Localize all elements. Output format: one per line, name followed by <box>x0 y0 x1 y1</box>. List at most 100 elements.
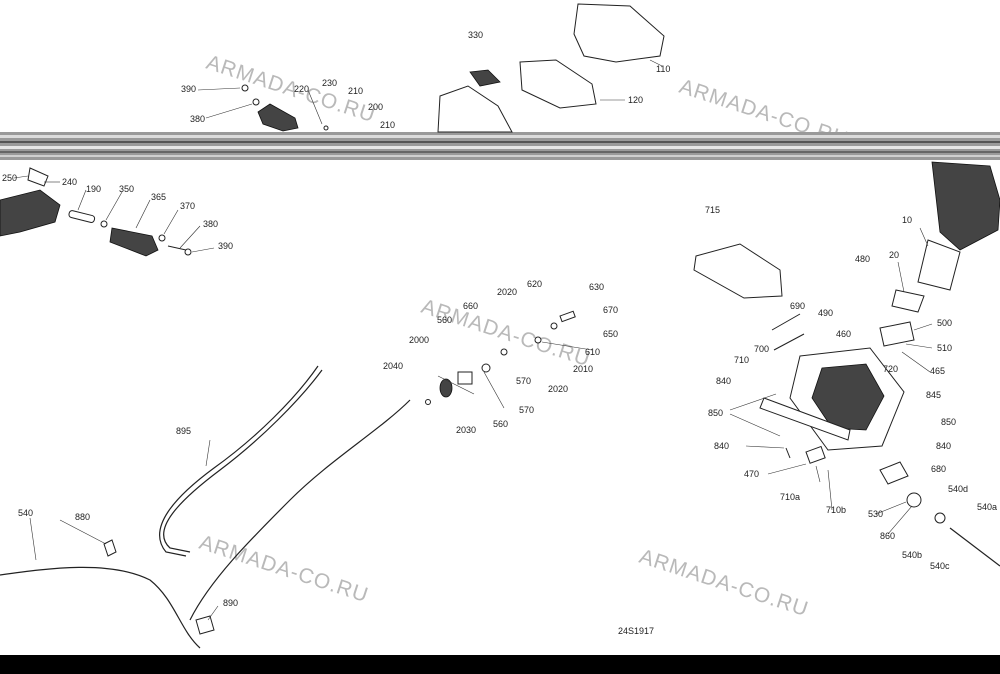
cable-end-540a <box>949 527 1000 567</box>
part-label: 840 <box>714 441 729 451</box>
part-label: 895 <box>176 426 191 436</box>
scan-noise-band <box>0 132 1000 160</box>
left-handlebar-assembly <box>0 167 192 257</box>
part-label: 480 <box>855 254 870 264</box>
top-left-grip-parts <box>241 84 329 132</box>
part-label: 490 <box>818 308 833 318</box>
part-label: 465 <box>930 366 945 376</box>
part-20 <box>891 289 925 313</box>
part-label: 210 <box>348 86 363 96</box>
drawing-code: 24S1917 <box>618 626 654 636</box>
part-label: 850 <box>708 408 723 418</box>
part-label: 710 <box>734 355 749 365</box>
part-label: 570 <box>519 405 534 415</box>
pin-690 <box>771 313 801 331</box>
part-labels: 390 380 220 230 210 200 210 330 110 120 … <box>2 30 997 636</box>
part-label: 500 <box>937 318 952 328</box>
hose-895 <box>163 369 323 553</box>
part-label: 570 <box>516 376 531 386</box>
part-label: 530 <box>868 509 883 519</box>
lever-250 <box>27 167 49 187</box>
part-label: 120 <box>628 95 643 105</box>
part-label: 240 <box>62 177 77 187</box>
part-label: 620 <box>527 279 542 289</box>
part-label: 390 <box>181 84 196 94</box>
part-label: 2030 <box>456 425 476 435</box>
clip-680 <box>879 461 909 485</box>
part-label: 860 <box>880 531 895 541</box>
part-label: 2020 <box>548 384 568 394</box>
part-label: 220 <box>294 84 309 94</box>
nut-620 <box>550 322 558 330</box>
washer-370 <box>158 234 166 242</box>
cover-120 <box>519 59 597 109</box>
part-label: 2020 <box>497 287 517 297</box>
leader-lines <box>13 87 933 621</box>
part-label: 610 <box>585 347 600 357</box>
washer-570 <box>481 363 491 373</box>
part-label: 540c <box>930 561 950 571</box>
part-label: 540d <box>948 484 968 494</box>
part-label: 365 <box>151 192 166 202</box>
center-cable-components <box>0 310 576 649</box>
cable-540 <box>0 566 201 649</box>
part-label: 370 <box>180 201 195 211</box>
part-label: 460 <box>836 329 851 339</box>
part-label: 510 <box>937 343 952 353</box>
part-label: 720 <box>883 364 898 374</box>
column-10 <box>917 239 961 291</box>
washer-390 <box>241 84 249 92</box>
watermark-text: ARMADA-CO.RU <box>636 545 811 621</box>
bolt-380 <box>167 245 187 251</box>
part-890 <box>195 615 215 635</box>
right-steering-assembly <box>693 161 1000 567</box>
part-label: 710a <box>780 492 800 502</box>
part-label: 670 <box>603 305 618 315</box>
clip-880 <box>103 539 117 557</box>
throttle-housing <box>0 189 61 237</box>
part-label: 390 <box>218 241 233 251</box>
bolt-630 <box>559 310 576 323</box>
watermark-text: ARMADA-CO.RU <box>196 531 371 607</box>
cover-715 <box>693 243 783 299</box>
pin-700 <box>773 333 805 351</box>
bottom-black-bar <box>0 655 1000 674</box>
part-label: 715 <box>705 205 720 215</box>
part-label: 710b <box>826 505 846 515</box>
nut-2000 <box>439 378 453 398</box>
part-label: 230 <box>322 78 337 88</box>
part-label: 840 <box>716 376 731 386</box>
part-label: 540 <box>18 508 33 518</box>
part-label: 840 <box>936 441 951 451</box>
seal-540d <box>934 512 946 524</box>
bushing-560 <box>457 371 473 385</box>
part-label: 2040 <box>383 361 403 371</box>
top-center-covers <box>437 3 665 133</box>
bracket-460 <box>879 321 915 347</box>
part-label: 380 <box>203 219 218 229</box>
screw-840 <box>785 447 791 459</box>
washer-390b <box>184 248 192 256</box>
cover-left <box>437 85 513 133</box>
part-label: 560 <box>437 315 452 325</box>
part-label: 880 <box>75 512 90 522</box>
part-label: 845 <box>926 390 941 400</box>
part-label: 110 <box>656 64 670 74</box>
cover-110 <box>573 3 665 63</box>
plate-850 <box>759 397 851 441</box>
part-710a <box>805 445 826 464</box>
part-label: 250 <box>2 173 17 183</box>
part-label: 190 <box>86 184 101 194</box>
part-label: 330 <box>468 30 483 40</box>
part-label: 20 <box>889 250 899 260</box>
part-label: 10 <box>902 215 912 225</box>
washer-350 <box>100 220 108 228</box>
part-label: 380 <box>190 114 205 124</box>
part-label: 200 <box>368 102 383 112</box>
part-label: 2000 <box>409 335 429 345</box>
part-label: 210 <box>380 120 395 130</box>
part-label: 690 <box>790 301 805 311</box>
part-label: 890 <box>223 598 238 608</box>
